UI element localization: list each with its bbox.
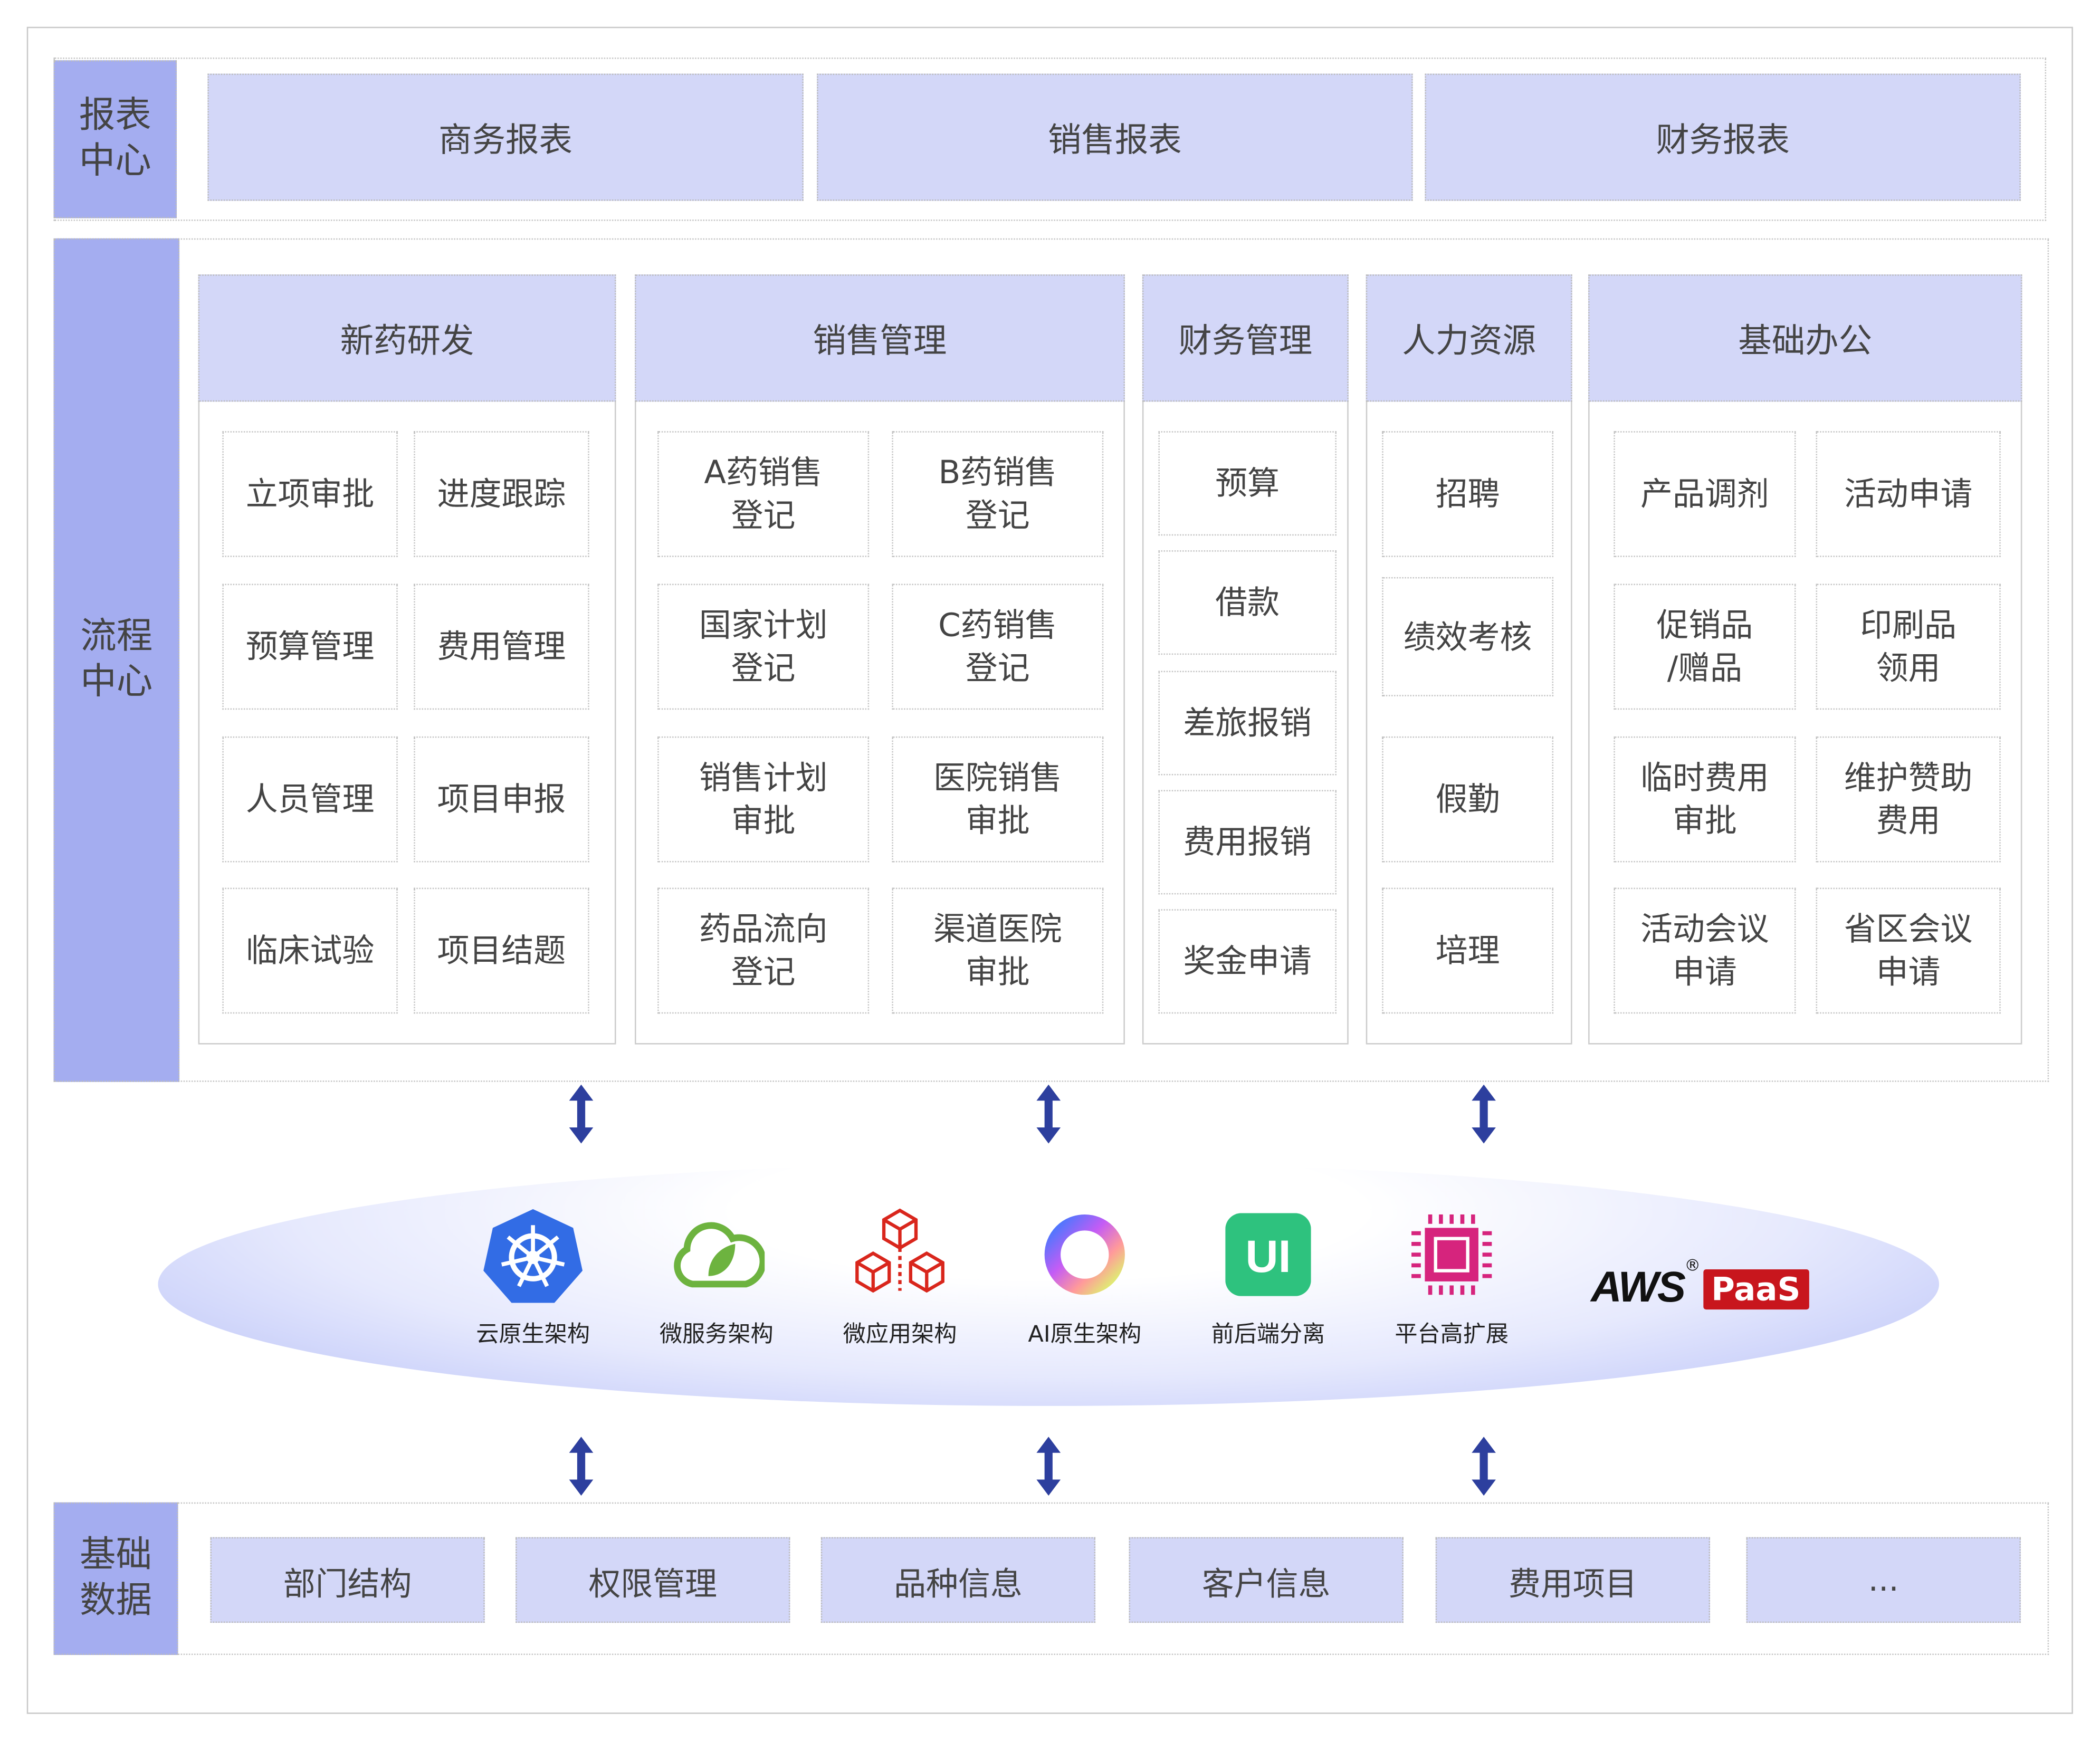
base-data-item[interactable]: 权限管理 xyxy=(516,1537,790,1623)
base-data-label: 基础 数据 xyxy=(53,1502,178,1655)
process-item[interactable]: 借款 xyxy=(1158,550,1337,655)
process-item[interactable]: 预算管理 xyxy=(222,583,398,710)
process-item[interactable]: 临床试验 xyxy=(222,887,398,1014)
report-card-sales[interactable]: 销售报表 xyxy=(817,73,1413,201)
process-item[interactable]: 活动会议 申请 xyxy=(1614,887,1796,1014)
double-arrow-icon xyxy=(1471,1084,1497,1144)
tech-item-ai-ring: AI原生架构 xyxy=(1005,1208,1166,1348)
process-item[interactable]: B药销售 登记 xyxy=(892,431,1104,557)
process-item[interactable]: 进度跟踪 xyxy=(414,431,589,557)
process-item[interactable]: 药品流向 登记 xyxy=(657,887,870,1014)
process-column-header[interactable]: 销售管理 xyxy=(635,274,1125,402)
paas-badge: PaaS xyxy=(1703,1269,1809,1310)
double-arrow-icon xyxy=(1035,1437,1062,1496)
double-arrow-icon xyxy=(1035,1084,1062,1144)
process-item[interactable]: 培理 xyxy=(1382,887,1554,1014)
base-data-item[interactable]: 客户信息 xyxy=(1129,1537,1404,1623)
process-item[interactable]: 绩效考核 xyxy=(1382,577,1554,696)
tech-label: 微应用架构 xyxy=(843,1322,957,1348)
tech-item-chip: 平台高扩展 xyxy=(1371,1208,1532,1348)
tech-label: 云原生架构 xyxy=(476,1322,590,1348)
process-item[interactable]: 人员管理 xyxy=(222,736,398,863)
process-item[interactable]: 费用报销 xyxy=(1158,790,1337,895)
tech-item-spring: 微服务架构 xyxy=(636,1208,797,1348)
ui-icon: UI xyxy=(1188,1208,1349,1302)
process-item[interactable]: 促销品 /赠品 xyxy=(1614,583,1796,710)
spring-icon xyxy=(636,1208,797,1302)
process-column-header[interactable]: 基础办公 xyxy=(1588,274,2022,402)
double-arrow-icon xyxy=(568,1084,595,1144)
tech-label: 微服务架构 xyxy=(659,1322,774,1348)
registered-mark: ® xyxy=(1684,1256,1701,1275)
process-item[interactable]: 活动申请 xyxy=(1816,431,2001,557)
process-item[interactable]: A药销售 登记 xyxy=(657,431,870,557)
process-item[interactable]: 医院销售 审批 xyxy=(892,736,1104,863)
process-column-header[interactable]: 财务管理 xyxy=(1142,274,1349,402)
process-item[interactable]: 临时费用 审批 xyxy=(1614,736,1796,863)
process-item[interactable]: 维护赞助 费用 xyxy=(1816,736,2001,863)
process-item[interactable]: 奖金申请 xyxy=(1158,909,1337,1014)
chip-icon xyxy=(1371,1208,1532,1302)
process-item[interactable]: 销售计划 审批 xyxy=(657,736,870,863)
process-item[interactable]: 项目申报 xyxy=(414,736,589,863)
ai-ring-icon xyxy=(1005,1208,1166,1302)
process-center-label: 流程 中心 xyxy=(53,238,180,1082)
aws-paas-logo: AWS ® PaaS xyxy=(1591,1256,1809,1311)
tech-label: AI原生架构 xyxy=(1028,1322,1142,1348)
tech-item-cubes: 微应用架构 xyxy=(819,1208,980,1348)
process-column-header[interactable]: 新药研发 xyxy=(198,274,616,402)
process-item[interactable]: 产品调剂 xyxy=(1614,431,1796,557)
report-card-finance[interactable]: 财务报表 xyxy=(1425,73,2021,201)
tech-item-kubernetes: 云原生架构 xyxy=(453,1208,614,1348)
tech-label: 平台高扩展 xyxy=(1395,1322,1509,1348)
process-item[interactable]: C药销售 登记 xyxy=(892,583,1104,710)
process-item[interactable]: 省区会议 申请 xyxy=(1816,887,2001,1014)
cubes-icon xyxy=(819,1208,980,1302)
process-item[interactable]: 立项审批 xyxy=(222,431,398,557)
process-column-header[interactable]: 人力资源 xyxy=(1366,274,1572,402)
process-item[interactable]: 假勤 xyxy=(1382,736,1554,863)
aws-logo-text: AWS xyxy=(1591,1262,1686,1311)
process-item[interactable]: 差旅报销 xyxy=(1158,671,1337,776)
report-card-business[interactable]: 商务报表 xyxy=(207,73,804,201)
process-item[interactable]: 渠道医院 审批 xyxy=(892,887,1104,1014)
process-item[interactable]: 印刷品 领用 xyxy=(1816,583,2001,710)
process-item[interactable]: 国家计划 登记 xyxy=(657,583,870,710)
outer-frame xyxy=(26,26,2073,1714)
double-arrow-icon xyxy=(1471,1437,1497,1496)
tech-item-ui: UI 前后端分离 xyxy=(1188,1208,1349,1348)
base-data-item[interactable]: 品种信息 xyxy=(820,1537,1096,1623)
process-item[interactable]: 招聘 xyxy=(1382,431,1554,557)
double-arrow-icon xyxy=(568,1437,595,1496)
svg-text:UI: UI xyxy=(1245,1231,1291,1282)
base-data-item[interactable]: 部门结构 xyxy=(210,1537,485,1623)
process-item[interactable]: 项目结题 xyxy=(414,887,589,1014)
base-data-item[interactable]: 费用项目 xyxy=(1435,1537,1711,1623)
process-item[interactable]: 费用管理 xyxy=(414,583,589,710)
kubernetes-icon xyxy=(453,1208,614,1303)
tech-label: 前后端分离 xyxy=(1211,1322,1325,1348)
platform-ellipse xyxy=(158,1162,1940,1406)
process-item[interactable]: 预算 xyxy=(1158,431,1337,536)
base-data-item[interactable]: ... xyxy=(1746,1537,2021,1623)
report-center-label: 报表 中心 xyxy=(53,60,177,218)
